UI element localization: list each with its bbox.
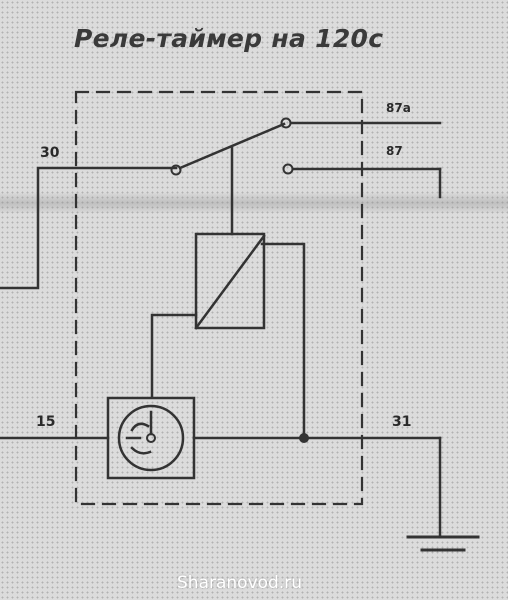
wire-coil-to-timer — [150, 313, 198, 399]
wire-coil-to-31 — [260, 242, 306, 440]
timer-module — [106, 396, 196, 480]
contact-87a — [280, 117, 292, 129]
contact-87 — [282, 163, 294, 175]
relay-coil — [194, 232, 266, 330]
terminal-label-30: 30 — [40, 145, 60, 161]
timer-hand-curve-lower — [130, 446, 152, 455]
timer-dial-icon — [117, 404, 185, 472]
switch-blade — [178, 122, 286, 170]
terminal-label-87: 87 — [386, 144, 403, 158]
wire-30-left — [0, 166, 178, 290]
timer-hand-curve — [130, 422, 150, 432]
terminal-label-87a: 87a — [386, 101, 411, 115]
relay-coil-diagonal — [194, 234, 266, 330]
site-watermark: Sharanovod.ru — [177, 573, 302, 593]
contact-common — [170, 164, 182, 176]
dashed-enclosure — [74, 90, 364, 506]
diagram-title: Реле-таймер на 120с — [74, 24, 384, 53]
terminal-label-15: 15 — [36, 414, 56, 430]
junction-dot — [299, 433, 309, 443]
photo-fold-band — [0, 193, 508, 213]
terminal-label-31: 31 — [392, 414, 412, 430]
